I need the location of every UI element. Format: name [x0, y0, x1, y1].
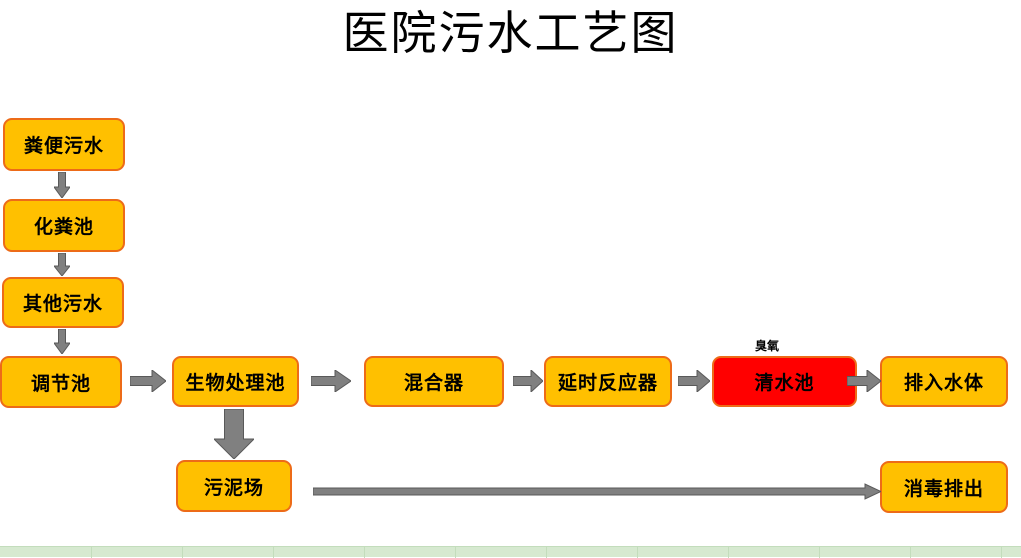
process-node-label: 污泥场: [203, 476, 264, 499]
process-node-label: 延时反应器: [557, 372, 658, 394]
process-node-label: 化粪池: [33, 216, 94, 238]
footer-cell-divider: [273, 547, 274, 558]
footer-cell-divider: [819, 547, 820, 558]
page-title: 医院污水工艺图: [342, 6, 679, 60]
process-node-label: 生物处理池: [185, 372, 286, 394]
connector-n5-to-n6: [311, 370, 351, 392]
connector-n2-to-n3: [54, 253, 70, 276]
footer-cell-divider: [546, 547, 547, 558]
footer-cell-divider: [728, 547, 729, 558]
process-node-label: 混合器: [403, 372, 464, 394]
footer-cell-divider: [910, 547, 911, 558]
connector-n6-to-n7: [513, 370, 543, 392]
process-node-n9[interactable]: 排入水体: [880, 356, 1008, 407]
process-node-label: 排入水体: [903, 372, 984, 394]
footer-cell-divider: [637, 547, 638, 558]
footer-band: [0, 546, 1021, 558]
process-node-label: 消毒排出: [903, 477, 984, 500]
footer-cell-divider: [1001, 547, 1002, 558]
process-node-label: 其他污水: [22, 293, 103, 315]
process-node-n10[interactable]: 污泥场: [176, 460, 292, 512]
connector-n5-to-n10: [214, 409, 254, 459]
process-node-label: 清水池: [754, 372, 815, 394]
footer-cell-divider: [182, 547, 183, 558]
process-node-n2[interactable]: 化粪池: [3, 199, 125, 252]
process-node-n11[interactable]: 消毒排出: [880, 461, 1008, 513]
process-node-n7[interactable]: 延时反应器: [544, 356, 672, 407]
annotation-label-a1: 臭氧: [755, 339, 780, 353]
process-node-n1[interactable]: 粪便污水: [3, 118, 125, 171]
process-node-n8[interactable]: 清水池: [712, 356, 857, 407]
connector-n1-to-n2: [54, 172, 70, 198]
process-node-n6[interactable]: 混合器: [364, 356, 504, 407]
process-node-n4[interactable]: 调节池: [0, 356, 122, 408]
process-node-n3[interactable]: 其他污水: [2, 277, 124, 328]
footer-cell-divider: [364, 547, 365, 558]
connector-n3-to-n4: [54, 329, 70, 354]
process-node-label: 调节池: [30, 372, 91, 395]
connector-n10-to-n11: [313, 483, 881, 500]
connector-n4-to-n5: [130, 370, 166, 392]
process-node-label: 粪便污水: [23, 135, 104, 157]
connector-n7-to-n8: [678, 370, 710, 392]
process-node-n5[interactable]: 生物处理池: [172, 356, 299, 407]
connector-n8-to-n9: [847, 370, 881, 392]
footer-cell-divider: [91, 547, 92, 558]
footer-cell-divider: [455, 547, 456, 558]
